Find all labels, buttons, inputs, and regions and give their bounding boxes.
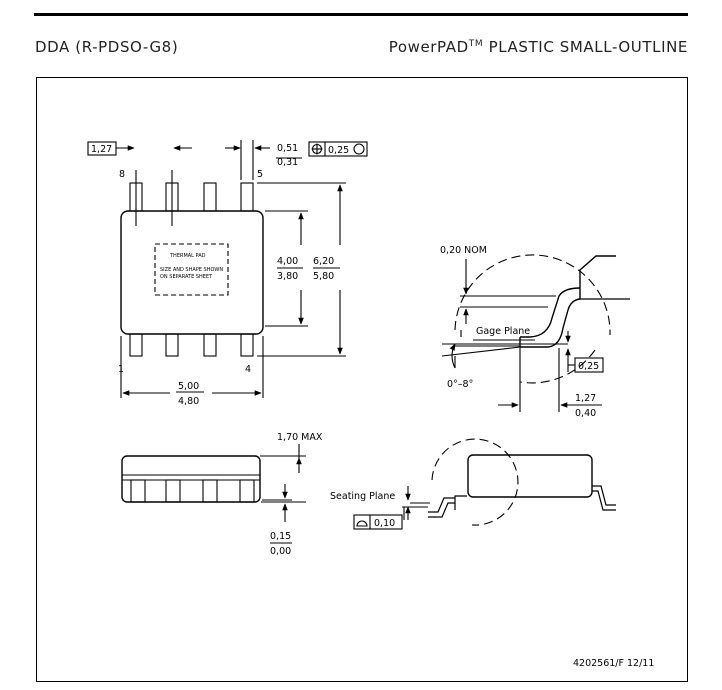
foot-length-min: 0,40 [575,408,596,419]
package-code: DDA (R-PDSO-G8) [35,38,179,56]
lead-profile-upper [520,287,581,338]
package-suffix: PLASTIC SMALL-OUTLINE [488,38,688,56]
body-length-max: 5,00 [178,381,199,392]
coplanarity-value: 0,10 [374,518,395,529]
body-edge-detail [579,255,616,299]
side-view [121,438,616,544]
pin-4 [240,333,254,357]
package-body-top [120,210,264,335]
pin-3 [203,333,217,357]
pin-label-5: 5 [257,169,263,180]
top-rule [34,13,688,16]
profile-symbol-icon [356,520,368,527]
standoff-min: 0,00 [270,546,291,557]
drawing-number: 4202561/F 12/11 [573,658,654,669]
package-name: PowerPAD [388,38,469,56]
thermal-pad-note-1: SIZE AND SHAPE SHOWN [160,267,223,273]
gage-height-value: 0,25 [578,361,599,372]
thermal-pad-outline [154,243,229,296]
body-width-max: 4,00 [277,256,298,267]
top-view [87,140,368,398]
thermal-pad-title: THERMAL PAD [169,253,206,259]
lead-profile-lower [520,298,581,348]
drawing-frame [36,77,688,682]
mmc-symbol-icon [353,143,365,155]
angle-range-label: 0°–8° [447,379,473,390]
lead-width-max: 0,51 [277,143,298,154]
pin-5 [240,182,254,212]
standoff-max: 0,15 [270,531,291,542]
side-detail-circle [431,438,519,526]
side-lead-3 [202,479,218,503]
trademark: TM [468,39,484,49]
pin-pitch-value: 1,27 [91,144,112,155]
side-lead-2 [165,479,181,503]
pin-label-1: 1 [118,364,124,375]
thermal-pad-note-2: ON SEPARATE SHEET [160,274,213,280]
max-height-label: 1,70 MAX [277,432,323,443]
pin-label-8: 8 [119,169,125,180]
lead-thickness-label: 0,20 NOM [440,245,487,256]
gage-height-box [574,357,604,373]
detail-circle [454,254,611,336]
pin-6 [203,182,217,212]
lead-detail-view [441,254,630,412]
coplanarity-frame [353,514,403,530]
pin-label-4: 4 [245,364,251,375]
package-body-side [121,455,261,503]
overall-width-max: 6,20 [313,256,334,267]
overall-width-min: 5,80 [313,271,334,282]
package-title: PowerPADTM PLASTIC SMALL-OUTLINE [389,38,688,56]
lead-width-min: 0,31 [277,157,298,168]
package-body-side-detail [467,454,593,498]
position-tolerance-value: 0,25 [328,145,349,156]
position-tolerance-frame [308,141,368,157]
body-length-min: 4,80 [178,396,199,407]
annotations: 1,27 8 5 1 4 0,51 0,31 0,25 THERMAL PAD … [91,143,654,669]
gage-plane-label: Gage Plane [476,326,530,337]
seating-plane-label: Seating Plane [330,491,395,502]
side-lead-1 [130,479,146,503]
side-lead-4 [239,479,255,503]
pin-1 [129,333,143,357]
pin-2 [165,333,179,357]
foot-length-max: 1,27 [575,393,596,404]
body-width-min: 3,80 [277,271,298,282]
